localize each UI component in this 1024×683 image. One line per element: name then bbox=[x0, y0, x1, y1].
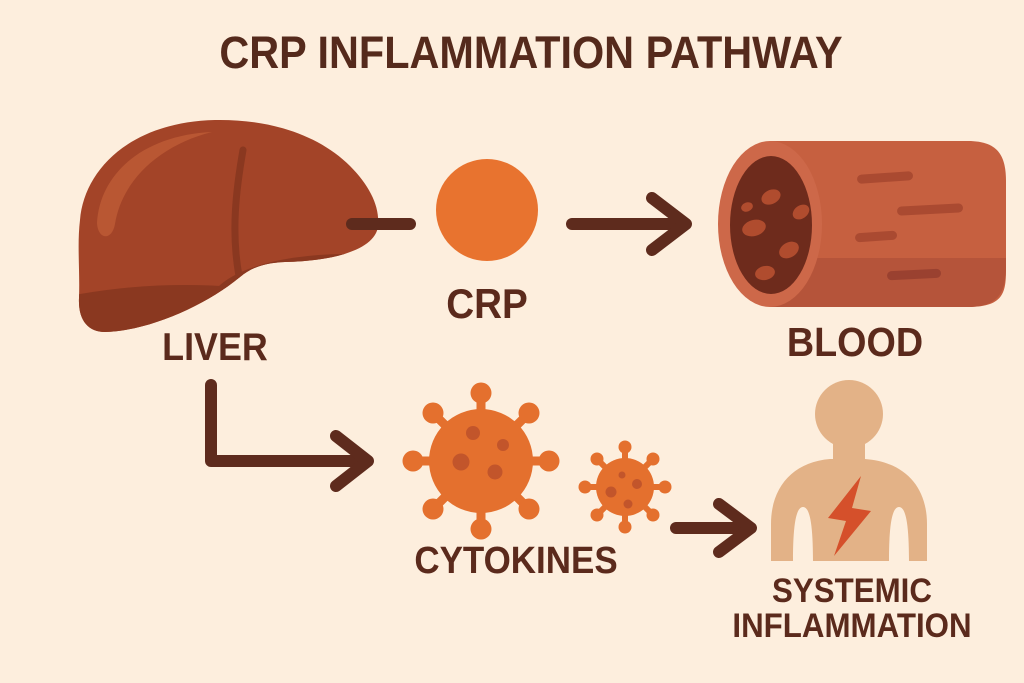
crp-molecule-icon bbox=[436, 159, 538, 261]
lightning-bolt-icon bbox=[828, 476, 871, 556]
cytokines-to-person-arrow bbox=[670, 498, 757, 558]
liver-crease bbox=[231, 146, 247, 280]
vessel-lumen bbox=[730, 156, 812, 294]
systemic-inflammation-label: SYSTEMIC INFLAMMATION bbox=[723, 574, 981, 644]
cytokine-small-icon bbox=[578, 440, 672, 534]
liver-highlight bbox=[97, 132, 212, 237]
cytokines-label: CYTOKINES bbox=[414, 540, 618, 582]
systemic-inflammation-label-line2: INFLAMMATION bbox=[732, 607, 972, 645]
liver-to-cytokines-arrow bbox=[205, 379, 374, 492]
cytokine-large-spots bbox=[452, 426, 509, 480]
systemic-inflammation-label-line1: SYSTEMIC bbox=[772, 572, 932, 610]
cytokine-large-icon bbox=[402, 382, 560, 540]
liver-bottom-shadow bbox=[78, 285, 379, 332]
crp-label: CRP bbox=[446, 280, 528, 327]
page-title: CRP INFLAMMATION PATHWAY bbox=[219, 27, 843, 78]
blood-cells bbox=[741, 189, 810, 281]
person-head bbox=[815, 380, 883, 448]
liver-label: LIVER bbox=[162, 326, 268, 369]
person-inflammation-icon bbox=[771, 380, 927, 561]
cytokine-small-spots bbox=[605, 471, 642, 509]
blood-label: BLOOD bbox=[786, 319, 924, 365]
blood-vessel-icon bbox=[718, 141, 1006, 307]
crp-to-blood-arrow bbox=[566, 192, 692, 256]
vessel-streaks bbox=[855, 171, 963, 281]
